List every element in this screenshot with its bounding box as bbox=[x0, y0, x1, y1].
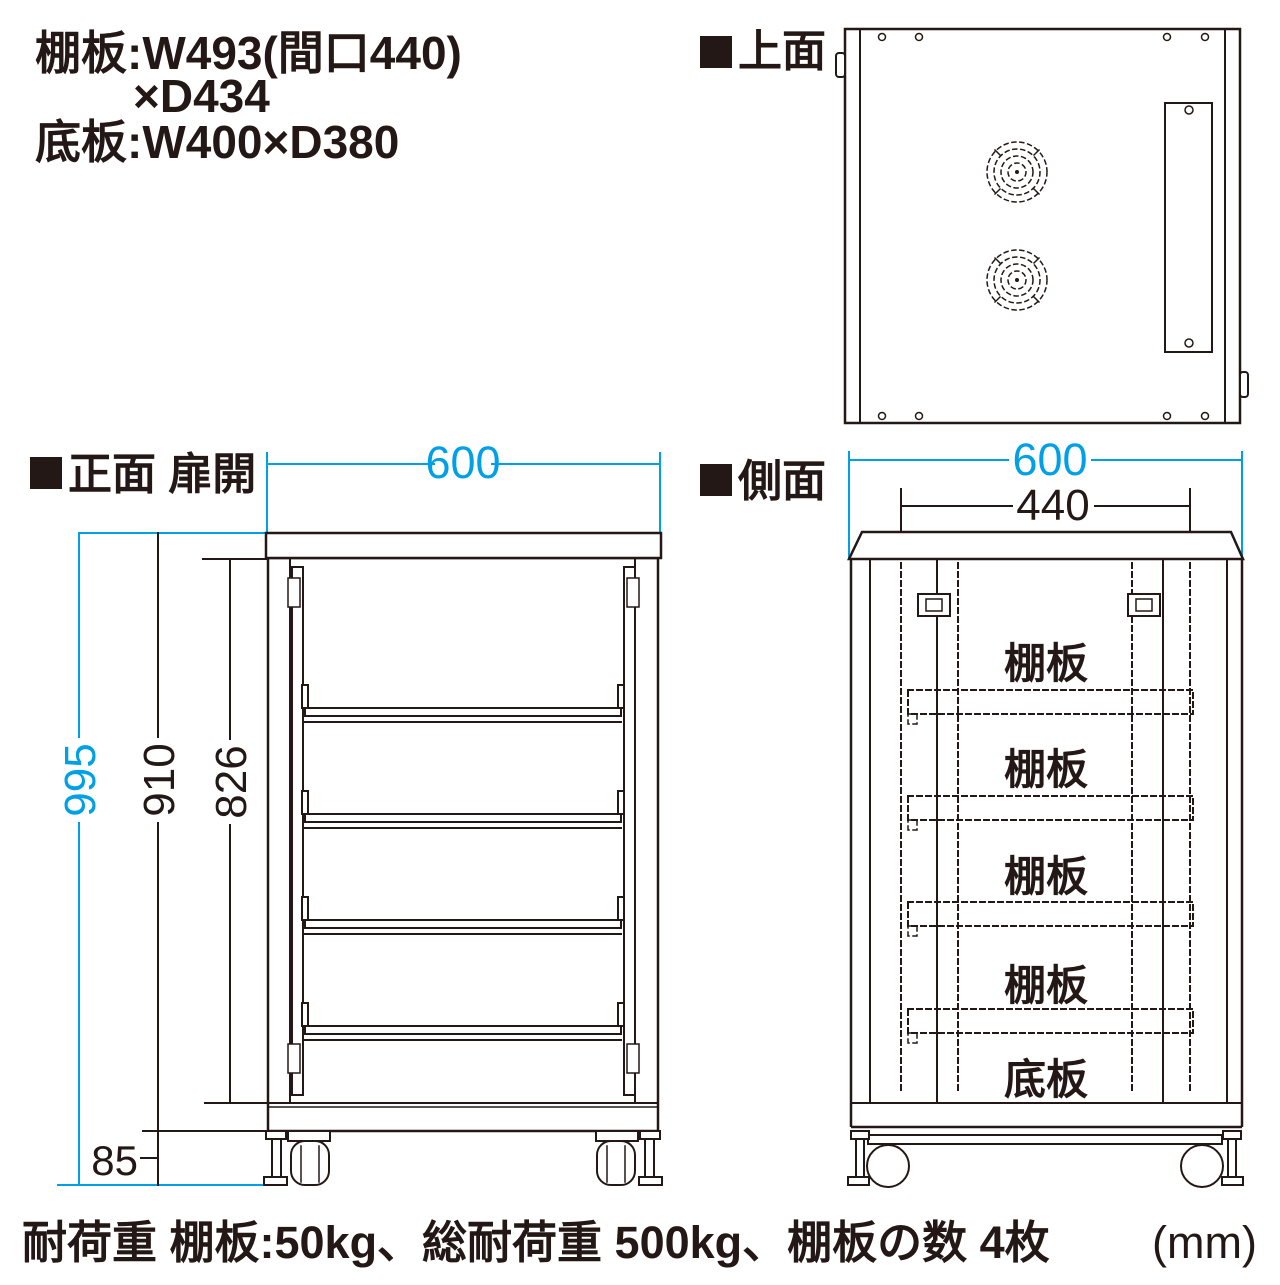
latch-bracket bbox=[1127, 593, 1161, 617]
shelf-bracket bbox=[907, 925, 918, 937]
screw-hole bbox=[914, 411, 924, 421]
shelf-row bbox=[301, 896, 625, 935]
footer: 耐荷重 棚板:50kg、総耐荷重 500kg、棚板の数 4枚 (mm) bbox=[22, 1217, 1257, 1268]
body-height-value: 910 bbox=[135, 743, 184, 816]
caster-bar bbox=[867, 1134, 1223, 1145]
front-height-dimensions: 995 910 826 85 bbox=[56, 532, 281, 1186]
screw-hole bbox=[1184, 338, 1194, 348]
fan-vent-upper bbox=[986, 141, 1048, 203]
side-depth-value: 600 bbox=[1012, 434, 1087, 485]
shelf-label: 棚板 bbox=[1004, 853, 1088, 900]
front-left-caster bbox=[287, 1130, 331, 1186]
top-view-label: 上面 bbox=[738, 27, 826, 76]
left-open-door bbox=[291, 566, 304, 1096]
side-cabinet: 棚板 棚板 棚板 棚板 底板 bbox=[847, 530, 1245, 1188]
screw-hole bbox=[877, 32, 887, 42]
cable-slot-panel bbox=[1164, 102, 1213, 353]
hidden-shelf bbox=[907, 689, 1194, 715]
front-cabinet bbox=[263, 531, 663, 1186]
latch-bracket bbox=[917, 593, 951, 617]
top-view: 上面 bbox=[700, 27, 1249, 425]
shelf-row bbox=[301, 684, 625, 723]
screw-holes bbox=[877, 32, 1210, 421]
door-handle bbox=[835, 52, 846, 78]
front-view: 正面 扉開 600 995 910 826 85 bbox=[30, 437, 663, 1186]
hinge bbox=[626, 1043, 640, 1074]
top-board bbox=[264, 531, 663, 560]
right-open-door bbox=[623, 566, 636, 1096]
fan-vent-lower bbox=[986, 249, 1048, 311]
section-marker bbox=[700, 36, 732, 68]
shelf-bracket bbox=[907, 819, 918, 831]
shelf-label: 棚板 bbox=[1004, 962, 1088, 1009]
unit-note: (mm) bbox=[1152, 1217, 1257, 1268]
side-right-caster-wheel bbox=[1180, 1144, 1224, 1188]
side-right-adjuster bbox=[1221, 1130, 1244, 1186]
shelf-label: 棚板 bbox=[1004, 746, 1088, 793]
screw-hole bbox=[1162, 32, 1172, 42]
shelf-spec-line2: ×D434 bbox=[133, 70, 270, 122]
front-width-dimension: 600 bbox=[266, 437, 661, 534]
section-marker bbox=[700, 464, 732, 496]
screw-hole bbox=[1184, 105, 1194, 115]
caster-height-value: 85 bbox=[91, 1137, 138, 1184]
front-right-adjuster bbox=[638, 1130, 663, 1186]
screw-hole bbox=[1162, 411, 1172, 421]
hinge bbox=[287, 577, 301, 608]
hinge bbox=[626, 577, 640, 608]
side-left-adjuster bbox=[847, 1130, 870, 1186]
front-right-caster bbox=[595, 1130, 639, 1186]
bottom-plate-label: 底板 bbox=[1004, 1056, 1088, 1103]
screw-hole bbox=[877, 411, 887, 421]
shelf-label: 棚板 bbox=[1004, 640, 1088, 687]
shelf-bracket bbox=[907, 1032, 918, 1044]
hidden-shelf bbox=[907, 795, 1194, 821]
side-inner-depth-dimension: 440 bbox=[900, 481, 1191, 560]
side-depth-dimension: 600 bbox=[848, 434, 1243, 560]
hidden-shelf bbox=[907, 1008, 1194, 1034]
header-specs: 棚板:W493(間口440) ×D434 底板:W400×D380 bbox=[35, 27, 462, 168]
shelf-bracket bbox=[907, 713, 918, 725]
bottom-spec: 底板:W400×D380 bbox=[35, 116, 399, 168]
shelf-row bbox=[301, 1002, 625, 1041]
total-height-value: 995 bbox=[56, 743, 105, 816]
hinge bbox=[287, 1043, 301, 1074]
side-left-caster-wheel bbox=[866, 1144, 910, 1188]
shelf-spec-line1: 棚板:W493(間口440) bbox=[35, 27, 462, 79]
load-capacity-note: 耐荷重 棚板:50kg、総耐荷重 500kg、棚板の数 4枚 bbox=[22, 1217, 1050, 1268]
hidden-shelf bbox=[907, 901, 1194, 927]
screw-hole bbox=[1200, 32, 1210, 42]
top-board bbox=[847, 530, 1245, 561]
cabinet-body bbox=[266, 556, 660, 1133]
front-left-adjuster bbox=[263, 1130, 288, 1186]
side-view-label: 側面 bbox=[737, 457, 826, 506]
side-view: 側面 600 440 bbox=[700, 434, 1245, 1188]
side-inner-depth-value: 440 bbox=[1016, 481, 1089, 530]
screw-hole bbox=[914, 32, 924, 42]
shelf-row bbox=[301, 790, 625, 829]
front-width-value: 600 bbox=[425, 437, 500, 488]
inner-height-value: 826 bbox=[207, 745, 256, 818]
rear-tab bbox=[1239, 371, 1249, 398]
section-marker bbox=[30, 457, 62, 489]
screw-hole bbox=[1200, 411, 1210, 421]
front-view-label: 正面 扉開 bbox=[68, 450, 256, 499]
